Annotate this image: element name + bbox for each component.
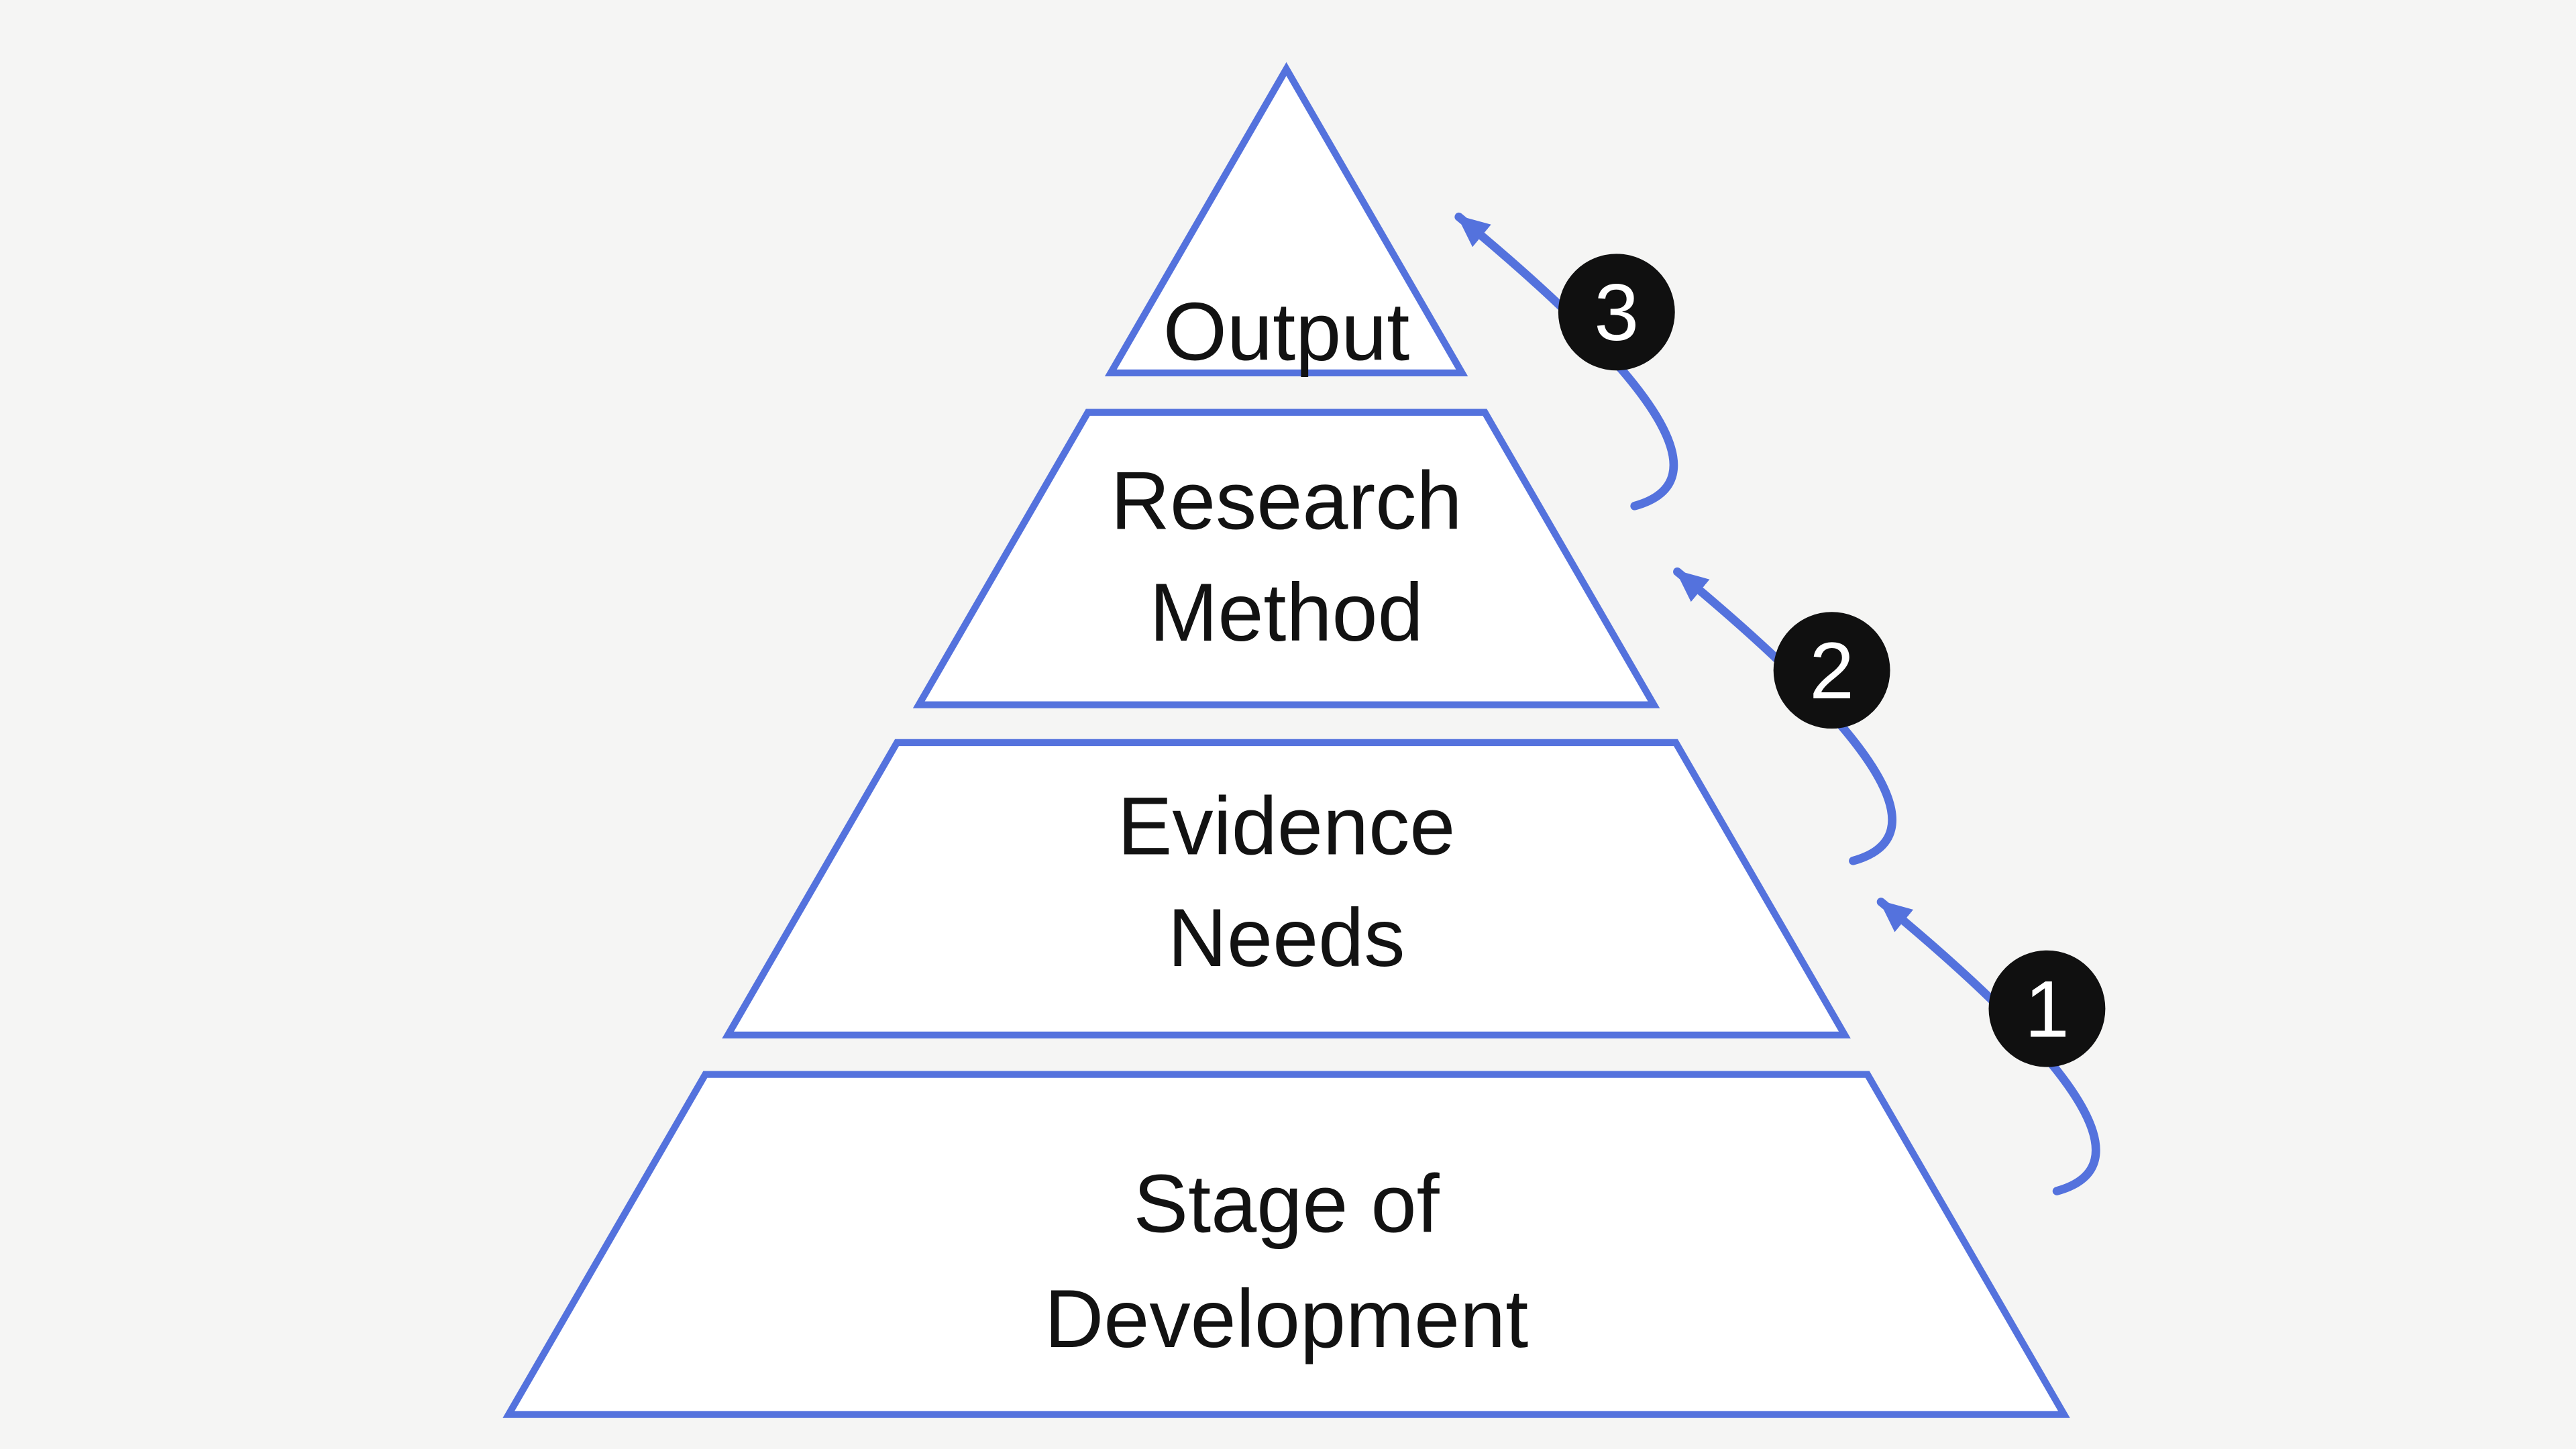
step-3-curved-arrow xyxy=(1454,212,1678,511)
level-output-shape xyxy=(1104,62,1468,377)
step-arrows xyxy=(1454,212,2100,1195)
step-1-curved-arrow xyxy=(1876,898,2100,1195)
pyramid: Output Research Method Evidence Needs St… xyxy=(502,62,2070,1418)
level-evidence-needs-label-line-2: Needs xyxy=(1168,892,1405,983)
level-evidence-needs-label-line-1: Evidence xyxy=(1118,780,1456,871)
level-research-method-shape xyxy=(912,409,1660,708)
step-1-badge-circle xyxy=(1988,950,2106,1067)
level-research-method-label-line-2: Method xyxy=(1149,566,1423,658)
level-stage-of-development-label-line-2: Development xyxy=(1044,1273,1528,1364)
level-output-label: Output xyxy=(1163,285,1410,377)
level-stage-of-development: Stage of Development xyxy=(502,1071,2070,1418)
step-2-badge-number: 2 xyxy=(1809,626,1854,716)
level-evidence-needs-shape xyxy=(722,739,1851,1038)
step-3-badge-number: 3 xyxy=(1594,268,1639,358)
step-badges: 1 2 3 xyxy=(1558,254,2106,1067)
level-stage-of-development-label-line-1: Stage of xyxy=(1134,1158,1440,1250)
step-1-badge: 1 xyxy=(1988,950,2106,1067)
level-evidence-needs: Evidence Needs xyxy=(722,739,1851,1038)
step-3-badge-circle xyxy=(1558,254,1675,371)
step-2-badge: 2 xyxy=(1773,612,1890,729)
level-research-method-label-line-1: Research xyxy=(1111,455,1462,547)
level-research-method: Research Method xyxy=(912,409,1660,708)
level-stage-of-development-shape xyxy=(502,1071,2070,1418)
step-2-badge-circle xyxy=(1773,612,1890,729)
level-output: Output xyxy=(1104,62,1468,377)
step-3-badge: 3 xyxy=(1558,254,1675,371)
step-1-badge-number: 1 xyxy=(2025,964,2070,1054)
step-2-curved-arrow xyxy=(1673,567,1896,865)
